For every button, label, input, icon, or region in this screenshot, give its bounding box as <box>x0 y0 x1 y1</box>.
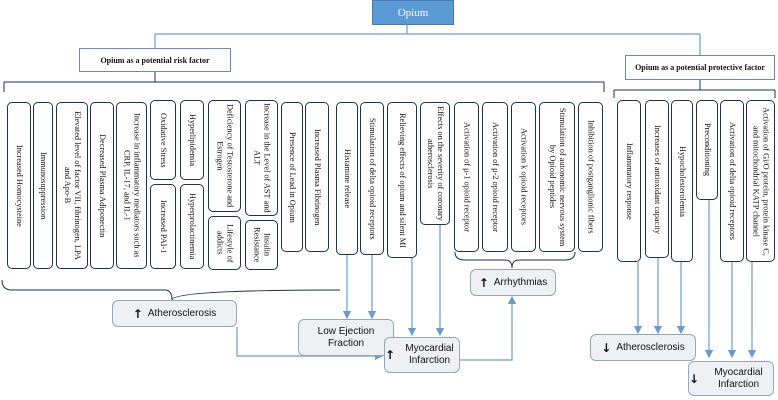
label-low-ejection: Low Ejection Fraction <box>317 325 375 349</box>
box-factor-vii: Elevated level of factor VII, fibrinogen… <box>56 102 88 269</box>
risk-factor-header: Opium as a potential risk factor <box>79 48 231 72</box>
box-adiponectin: Decreased Plasma Adiponectin <box>90 102 114 269</box>
risk-header-label: Opium as a potential risk factor <box>100 55 210 65</box>
label-mu1: Activation of μ-1 opioid receptor <box>462 122 472 232</box>
label-homocysteine: Increased Homocysteine <box>15 144 24 227</box>
label-gio-protein: Activation of Gi/O protein, protein kina… <box>751 106 771 256</box>
up-arrow-icon: ↑ <box>478 275 489 290</box>
label-lead: Presence of Lead in Opium <box>288 131 297 223</box>
label-mi-increase: Myocardial Infarction <box>405 343 454 366</box>
label-severity: Effects on the severity of coronary athe… <box>426 106 445 221</box>
label-hyperprolactinemia: Hyperprolactinemia <box>188 193 197 260</box>
down-arrow-icon: ↓ <box>689 371 700 386</box>
box-relieving-effects: Relieving effects of opium and silent MI <box>387 102 417 258</box>
box-severity-effects: Effects on the severity of coronary athe… <box>420 102 450 225</box>
box-delta-activation: Activation of delta opioid receptors <box>720 100 744 262</box>
label-fibrinogen: Increased Plasma Fibrinogen <box>313 128 322 226</box>
label-delta-stimulation: Stimulation of delta opioid receptors <box>368 117 377 240</box>
box-lead-presence: Presence of Lead in Opium <box>281 102 303 252</box>
label-histamine: Histamine release <box>343 148 352 209</box>
box-hyperlipidemia: Hyperlipidemia <box>180 100 204 180</box>
label-inflammatory-response: Inflammatory response <box>625 142 634 220</box>
box-hyperprolactinemia: Hyperprolactinemia <box>180 184 204 269</box>
box-insulin-resistance: Insulin Resistance <box>245 220 278 270</box>
label-testosterone: Deficiency of Testosterone and Estrogen <box>215 104 235 208</box>
label-factor-vii: Elevated level of factor VII, fibrinogen… <box>63 111 82 260</box>
box-inflammatory-mediators: Increase in inflammatory mediators such … <box>116 102 147 269</box>
label-adiponectin: Decreased Plasma Adiponectin <box>98 133 107 238</box>
box-plasma-fibrinogen: Increased Plasma Fibrinogen <box>305 102 329 252</box>
outcome-myocardial-infarction-increase: ↑ Myocardial Infarction <box>384 337 460 373</box>
protective-factor-header: Opium as a potential protective factor <box>625 55 775 80</box>
box-inflammatory-response: Inflammatory response <box>617 100 641 262</box>
label-lifestyle: Lifestyle of addicts <box>215 223 235 263</box>
label-relieving: Relieving effects of opium and silent MI <box>398 112 407 248</box>
box-oxidative-stress: Oxidative Stress <box>150 100 176 180</box>
label-oxidative-stress: Oxidative Stress <box>159 112 168 168</box>
outcome-arrhythmias: ↑ Arrhythmias <box>470 269 556 296</box>
label-delta-activation: Activation of delta opioid receptors <box>728 122 737 240</box>
box-immunosuppression: Immunosuppression <box>33 102 53 269</box>
box-testosterone-deficiency: Deficiency of Testosterone and Estrogen <box>208 100 241 212</box>
label-mu2: Activation of μ-2 opioid receptor <box>491 122 500 232</box>
label-ast-alt: Increase in the Level of AST and ALT <box>252 103 272 213</box>
box-mu2-activation: Activation of μ-2 opioid receptor <box>482 102 508 252</box>
box-histamine-release: Histamine release <box>336 102 358 255</box>
box-increased-homocysteine: Increased Homocysteine <box>7 102 31 269</box>
box-gio-protein: Activation of Gi/O protein, protein kina… <box>746 100 775 262</box>
up-arrow-icon: ↑ <box>385 348 396 362</box>
box-increased-pai1: Increased PAI-1 <box>150 184 176 269</box>
label-hypocholesterolemia: Hypocholesterolemia <box>678 145 687 217</box>
box-mu1-activation: Activation of μ-1 opioid receptor <box>454 102 479 252</box>
label-preconditioning: Preconditioning <box>703 123 712 177</box>
label-atherosclerosis-decrease: Atherosclerosis <box>616 341 685 353</box>
root-label: Opium <box>397 6 429 19</box>
box-lifestyle: Lifestyle of addicts <box>208 216 241 270</box>
label-hyperlipidemia: Hyperlipidemia <box>188 113 197 167</box>
outcome-atherosclerosis-decrease: ↓ Atherosclerosis <box>590 334 696 361</box>
box-antioxidant-capacity: Increases of antioxidant capacity <box>645 100 669 258</box>
label-atherosclerosis-increase: Atherosclerosis <box>147 307 217 319</box>
up-arrow-icon: ↑ <box>132 306 143 321</box>
label-immunosuppression: Immunosuppression <box>39 151 48 220</box>
label-insulin: Insulin Resistance <box>252 227 272 263</box>
label-mi-decrease: Myocardial Infarction <box>714 366 763 390</box>
box-delta-stimulation: Stimulation of delta opioid receptors <box>360 102 384 255</box>
label-kappa: Activation k opioid receptors <box>519 128 529 226</box>
outcome-atherosclerosis-increase: ↑ Atherosclerosis <box>112 300 237 327</box>
outcome-myocardial-infarction-decrease: ↓ Myocardial Infarction <box>688 361 774 396</box>
label-inflammatory-mediators: Increase in inflammatory mediators such … <box>122 113 142 258</box>
box-autonomic-stimulation: Stimulation of autonomic nervous system … <box>539 102 575 252</box>
box-preconditioning: Preconditioning <box>696 100 718 200</box>
down-arrow-icon: ↓ <box>601 340 612 355</box>
label-antioxidant: Increases of antioxidant capacity <box>653 124 662 234</box>
box-postganglionic-inhibition: Inhibition of postganglionic fibers <box>578 102 603 252</box>
label-postganglionic: Inhibition of postganglionic fibers <box>586 120 596 234</box>
label-pai1: Increased PAI-1 <box>159 199 168 254</box>
box-ast-alt: Increase in the Level of AST and ALT <box>245 100 278 216</box>
box-kappa-activation: Activation k opioid receptors <box>511 102 536 252</box>
protective-header-label: Opium as a potential protective factor <box>635 63 765 72</box>
box-hypocholesterolemia: Hypocholesterolemia <box>671 100 693 262</box>
label-arrhythmias: Arrhythmias <box>493 276 548 288</box>
label-autonomic: Stimulation of autonomic nervous system … <box>548 107 567 247</box>
outcome-low-ejection-fraction: Low Ejection Fraction <box>298 319 394 356</box>
opium-root-node: Opium <box>372 0 454 25</box>
